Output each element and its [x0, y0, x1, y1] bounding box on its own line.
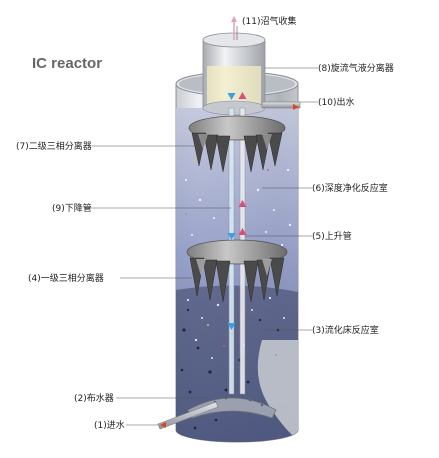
label-riser: (5)上升管 — [312, 230, 352, 242]
outlet-arrow-icon — [293, 104, 299, 110]
second-stage-separator — [188, 115, 286, 173]
label-deep-purification-chamber: (6)深度净化反应室 — [312, 182, 388, 194]
water-distributor-cone — [187, 397, 277, 419]
leader-lines — [84, 26, 318, 426]
diagram-title: IC reactor — [32, 55, 102, 72]
inlet-pipe — [157, 401, 219, 430]
outlet-pipe — [261, 101, 301, 109]
label-first-stage-separator: (4)一级三相分离器 — [28, 272, 104, 284]
label-fluidized-bed-chamber: (3)流化床反应室 — [312, 324, 379, 336]
cyclone-separator — [202, 32, 266, 116]
inlet-arrow-icon — [160, 422, 166, 428]
label-second-stage-separator: (7)二级三相分离器 — [16, 140, 92, 152]
riser-flow-arrows — [238, 92, 247, 235]
first-stage-separator — [186, 239, 288, 303]
label-water-outlet: (10)出水 — [318, 96, 354, 108]
label-cyclone-separator: (8)旋流气液分离器 — [318, 62, 394, 74]
label-water-distributor: (2)布水器 — [74, 392, 114, 404]
biogas-up-arrow — [231, 16, 237, 22]
label-biogas-collection: (11)沼气收集 — [242, 15, 296, 27]
downcomer-flow-arrows — [227, 93, 236, 330]
label-water-inlet: (1)进水 — [94, 419, 125, 431]
callout-arrows — [160, 104, 299, 428]
label-downcomer: (9)下降管 — [52, 202, 92, 214]
